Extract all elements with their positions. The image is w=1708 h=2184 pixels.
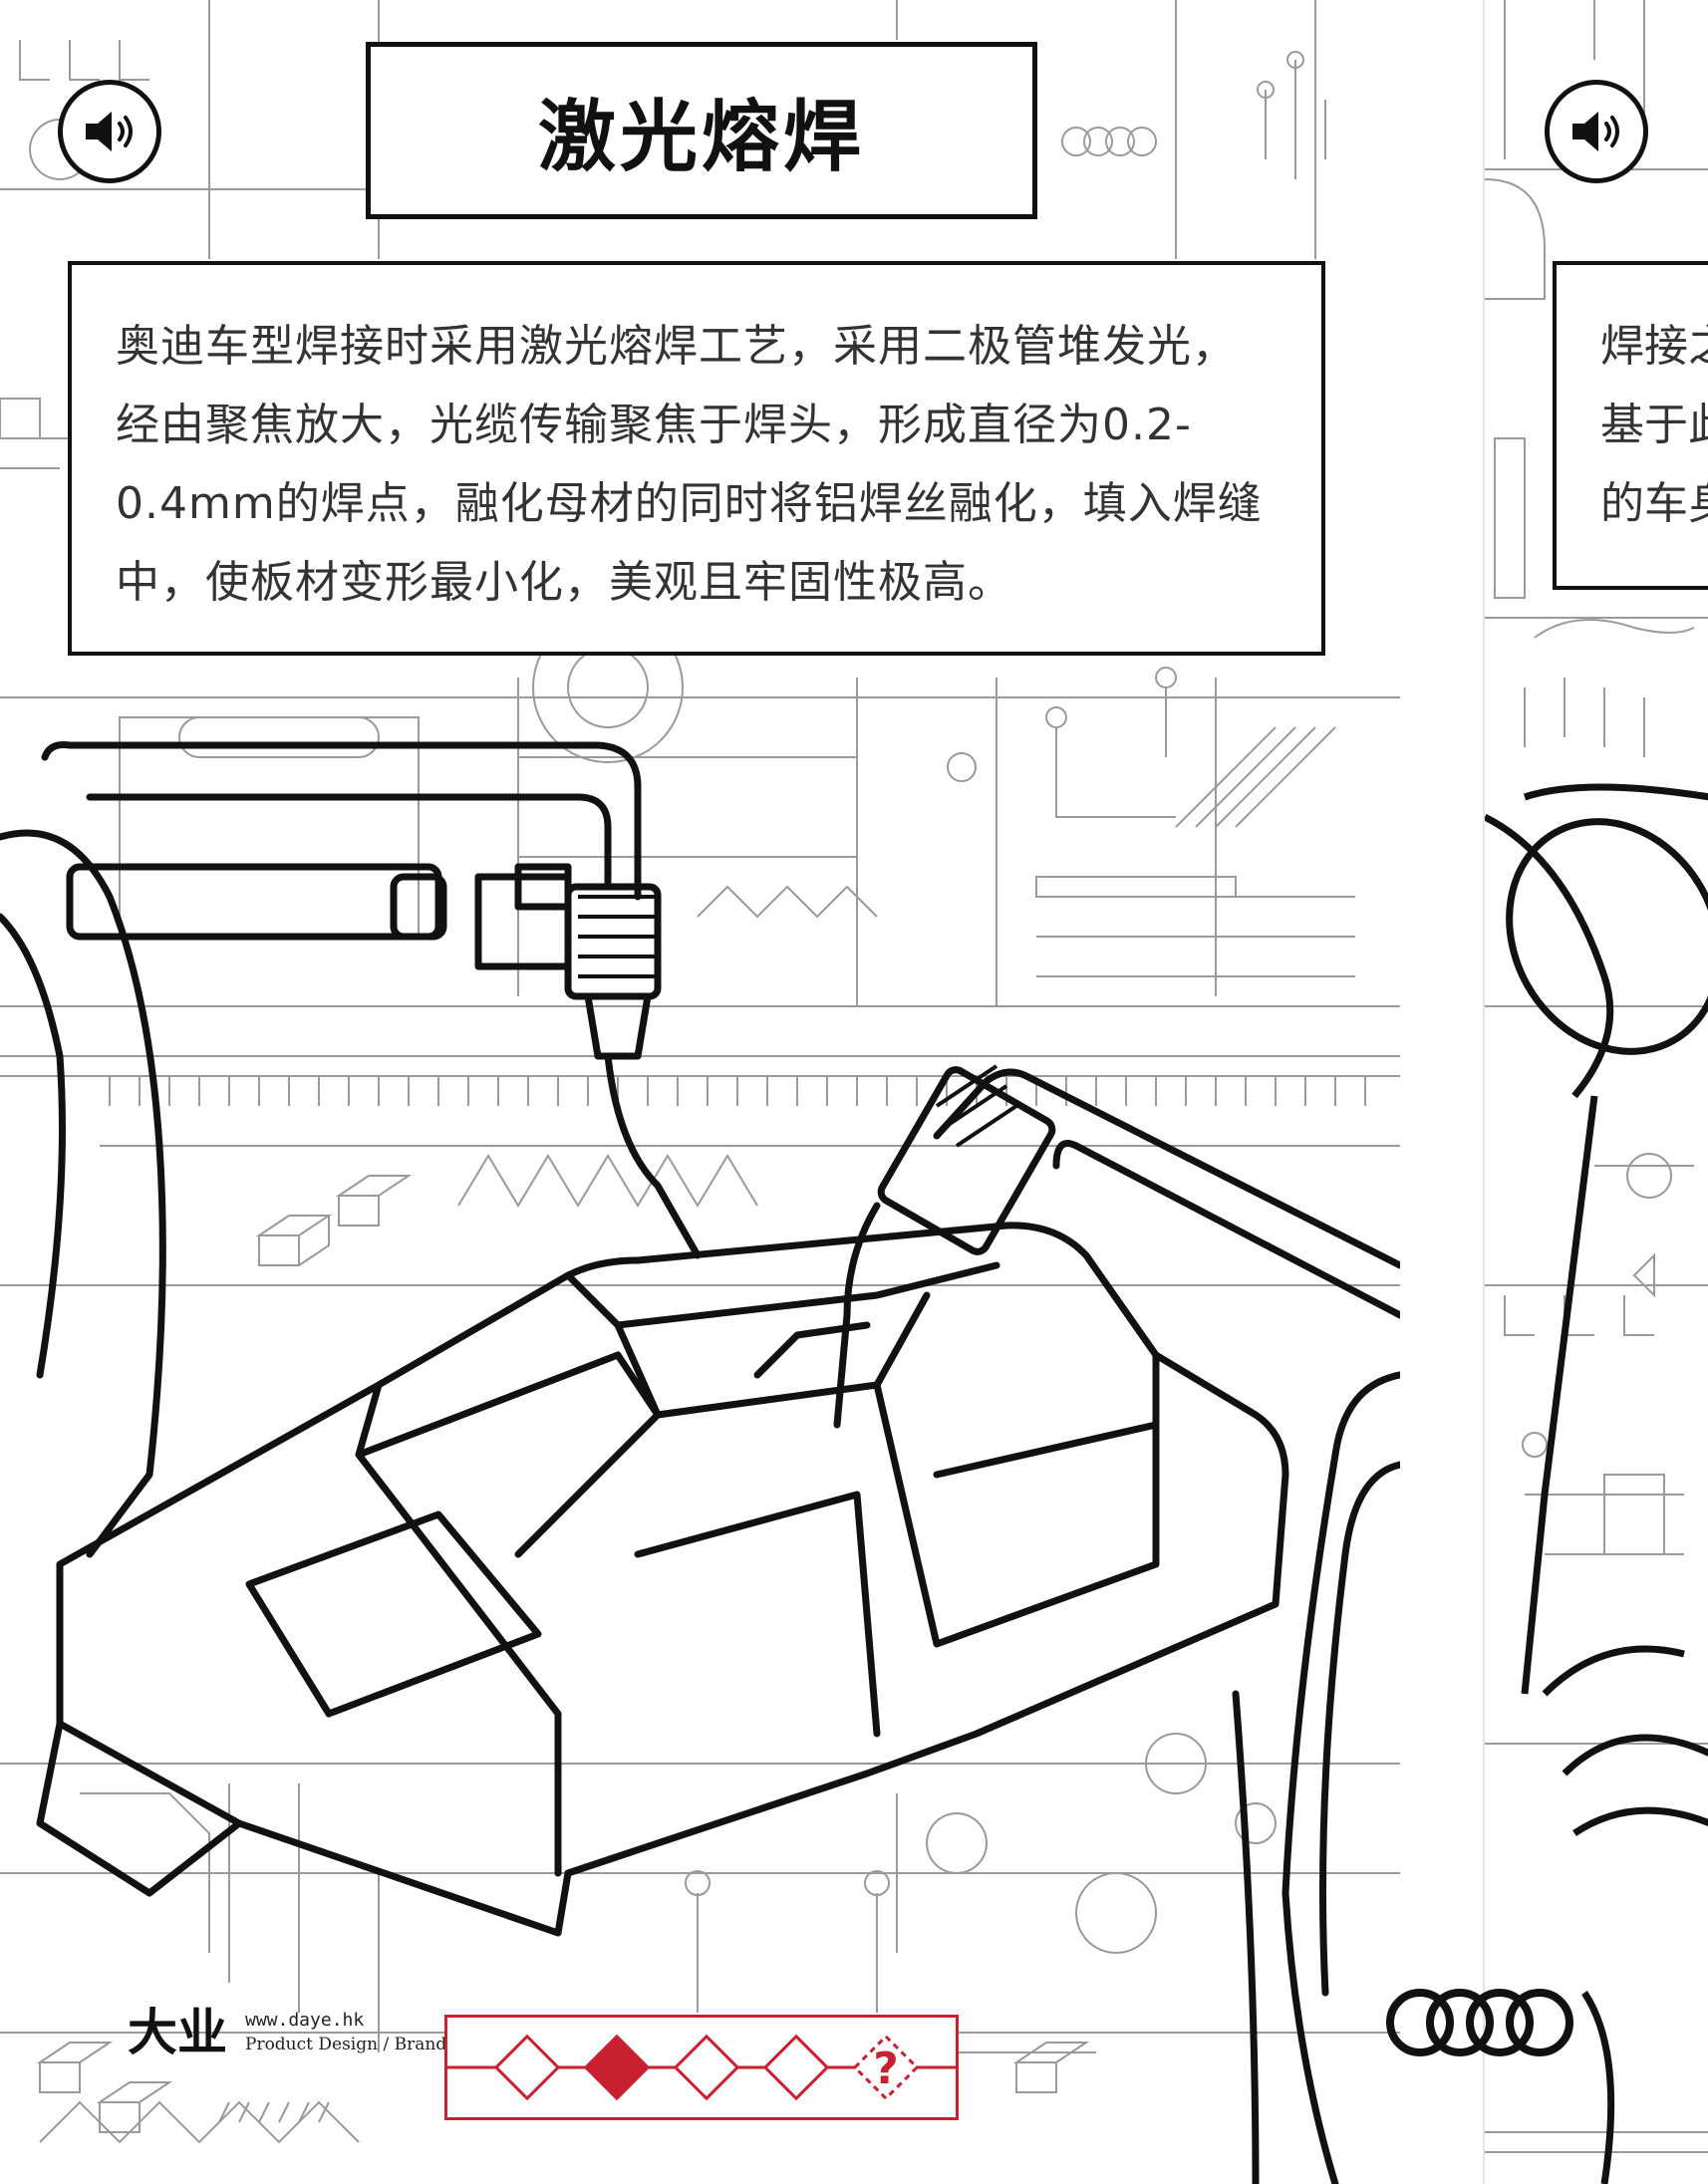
next-description-line-2: 基于此 — [1600, 400, 1708, 450]
audi-rings-logo — [1386, 1989, 1573, 2056]
speaker-icon — [86, 112, 133, 151]
progress-steps: ? — [447, 2034, 956, 2101]
description-text: 奥迪车型焊接时采用激光熔焊工艺，采用二极管堆发光，经由聚焦放大，光缆传输聚焦于焊… — [116, 321, 1263, 608]
progress-step-4[interactable] — [762, 2034, 830, 2101]
factory-background-illustration — [0, 0, 1400, 2184]
svg-text:?: ? — [873, 2044, 899, 2094]
speaker-icon — [1572, 112, 1619, 151]
brand-logo: 大业 — [128, 2004, 227, 2061]
next-panel-preview[interactable]: 焊接之 基于此 的车身 — [1483, 0, 1708, 2184]
progress-step-3[interactable] — [673, 2034, 740, 2101]
next-description-line-3: 的车身 — [1600, 478, 1708, 529]
question-icon[interactable]: ? — [852, 2034, 920, 2101]
progress-step-1[interactable] — [493, 2034, 561, 2101]
sound-toggle-button[interactable] — [1545, 80, 1648, 183]
brand-url: www.daye.hk — [245, 2010, 365, 2031]
page-title: 激光熔焊 — [537, 93, 865, 182]
sound-toggle-button[interactable] — [58, 80, 161, 183]
panel-gutter — [1400, 0, 1483, 2184]
next-description-line-1: 焊接之 — [1600, 321, 1708, 372]
main-panel: 激光熔焊 奥迪车型焊接时采用激光熔焊工艺，采用二极管堆发光，经由聚焦放大，光缆传… — [0, 0, 1400, 2184]
next-description-card: 焊接之 基于此 的车身 — [1553, 261, 1708, 590]
progress-step-2-current[interactable] — [583, 2034, 651, 2101]
title-card: 激光熔焊 — [366, 42, 1037, 219]
description-card: 奥迪车型焊接时采用激光熔焊工艺，采用二极管堆发光，经由聚焦放大，光缆传输聚焦于焊… — [68, 261, 1325, 656]
progress-navigator: ? — [444, 2015, 959, 2120]
